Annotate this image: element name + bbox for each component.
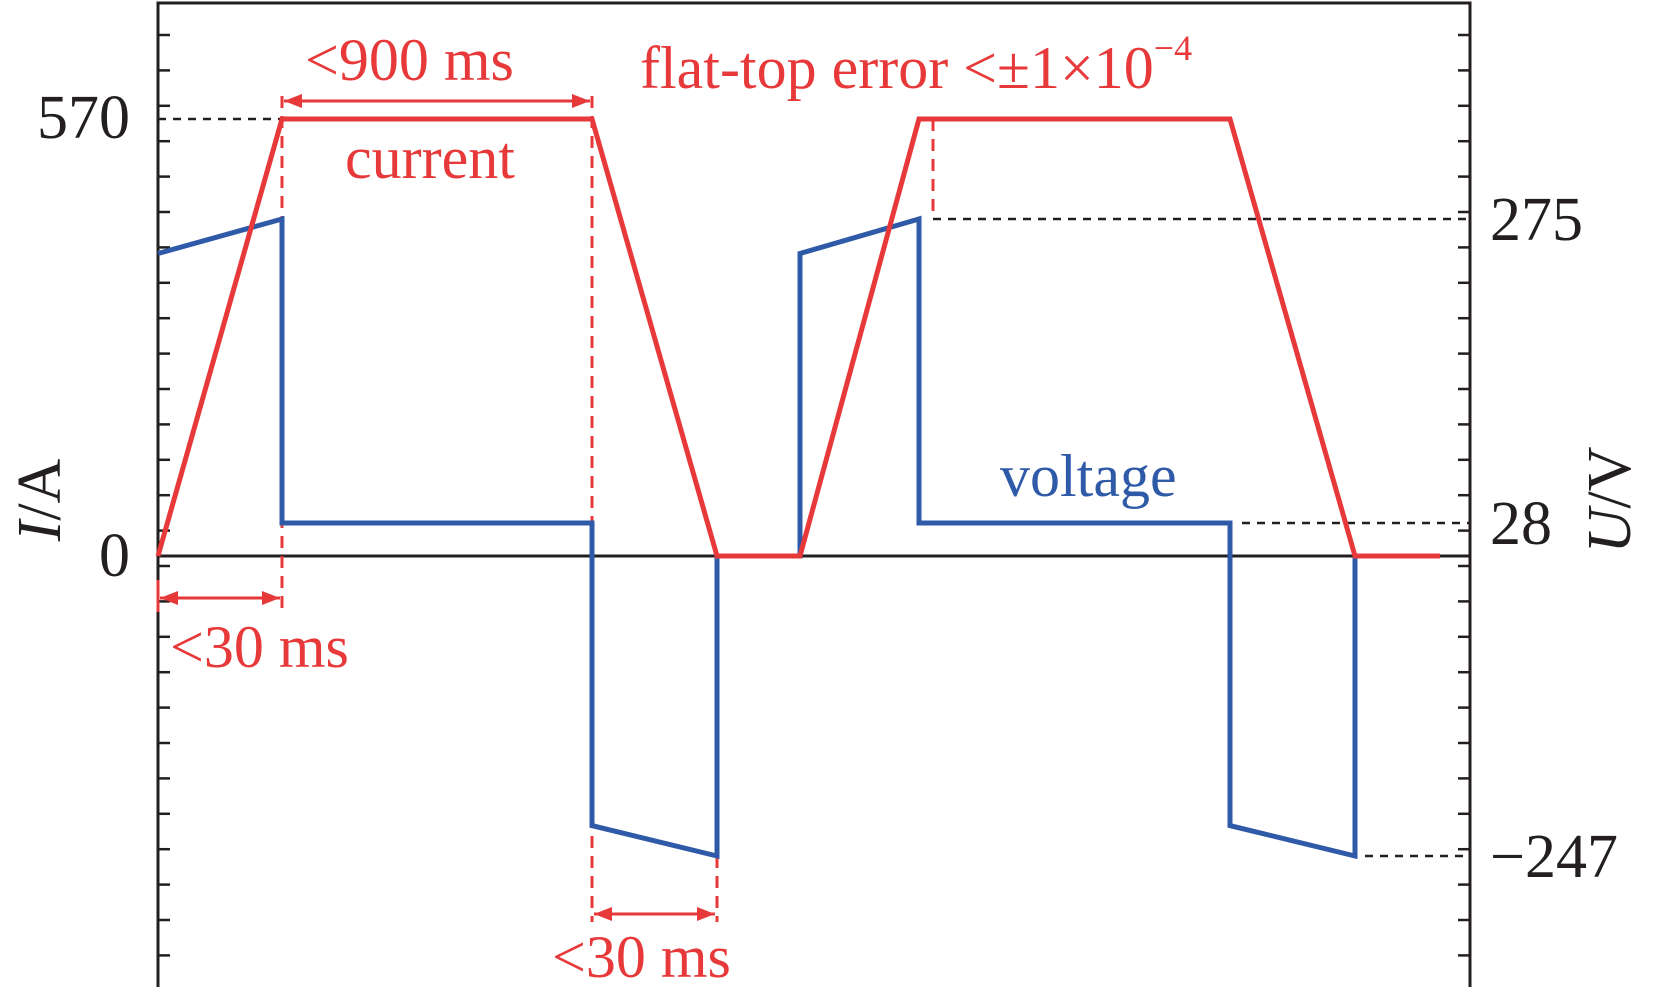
right-axis-var: U	[1576, 504, 1644, 553]
rise-arrow-head-left	[160, 591, 178, 605]
flat-top-error-label: flat-top error <±1×10−4	[640, 28, 1192, 101]
flat-top-time-label: <900 ms	[305, 27, 514, 93]
fall-arrow-head-right	[697, 907, 715, 921]
minor-ticks	[158, 33, 1470, 957]
current-label: current	[345, 125, 515, 191]
flat-top-error-exponent: −4	[1154, 28, 1192, 68]
left-axis-unit: /A	[6, 458, 74, 520]
current-series-line	[155, 116, 1440, 559]
left-tick-570: 570	[37, 84, 130, 152]
rise-time-label: <30 ms	[170, 614, 349, 680]
voltage-series-line	[157, 215, 1440, 860]
voltage-label: voltage	[1000, 443, 1177, 509]
svg-text:U/V: U/V	[1576, 446, 1644, 553]
left-axis-label: I/A	[6, 458, 74, 542]
rise-arrow-head-right	[262, 591, 280, 605]
right-tick-275: 275	[1490, 186, 1583, 254]
right-tick-neg247: −247	[1490, 823, 1618, 891]
dimension-markers	[156, 94, 935, 922]
flat-top-error-text: flat-top error <±1×10	[640, 35, 1154, 101]
right-axis-label: U/V	[1576, 446, 1644, 553]
fall-arrow-head-left	[594, 907, 612, 921]
flat-top-arrow-head-left	[284, 94, 302, 108]
left-axis-var: I	[6, 517, 74, 542]
right-axis-unit: /V	[1576, 446, 1644, 508]
reference-lines	[158, 117, 1470, 858]
flat-top-arrow-head-right	[572, 94, 590, 108]
plot-frame	[156, 1, 1472, 987]
right-tick-28: 28	[1490, 490, 1552, 558]
fall-time-label: <30 ms	[552, 924, 731, 987]
svg-text:I/A: I/A	[6, 458, 74, 542]
left-tick-0: 0	[99, 522, 130, 590]
